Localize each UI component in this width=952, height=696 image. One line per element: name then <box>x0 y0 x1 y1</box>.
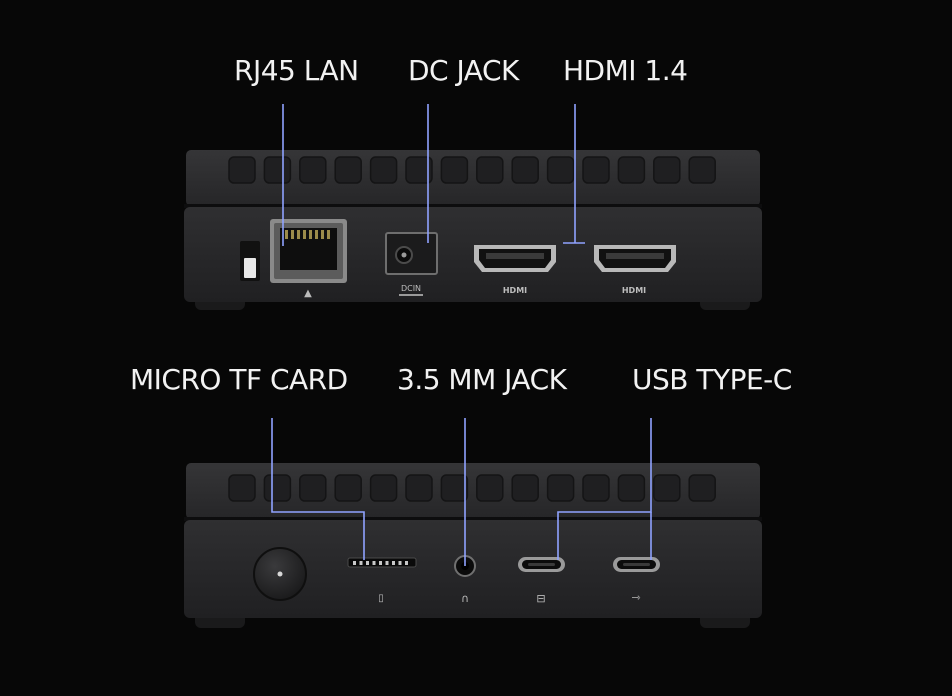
vent-slot <box>546 474 575 502</box>
vent-slot <box>405 156 433 184</box>
micro-tf-slot <box>347 557 417 568</box>
top-device: ▲ DCIN HDMI HDMI <box>184 150 762 310</box>
vent-slot <box>617 156 646 184</box>
vent-slot <box>334 474 362 502</box>
vent-slot <box>476 474 504 502</box>
dc-jack-port <box>385 232 438 275</box>
vent-slot <box>369 474 398 502</box>
bottom-device-lid <box>186 463 760 519</box>
vent-slot <box>263 156 292 184</box>
bottom-callout-lines <box>271 418 652 566</box>
usb-icon: ⇾ <box>631 591 640 604</box>
power-button <box>253 547 307 601</box>
bottom-device: ▯ ∩ ⊟ ⇾ <box>184 463 762 628</box>
top-device-vent-row <box>228 156 716 184</box>
vent-slot <box>582 474 610 502</box>
bottom-device-vent-row <box>228 474 716 502</box>
vent-slot <box>653 474 681 502</box>
usb-c-port-1 <box>518 557 565 572</box>
vent-slot <box>263 474 292 502</box>
top-callout-lines <box>282 104 585 246</box>
vent-slot <box>546 156 575 184</box>
vent-slot <box>511 156 539 184</box>
dc-jack-text: DCIN <box>401 284 421 293</box>
vent-slot <box>228 474 256 502</box>
vent-slot <box>582 156 610 184</box>
vent-slot <box>369 156 398 184</box>
vent-slot <box>688 474 716 502</box>
hdmi-1-text: HDMI <box>503 286 527 295</box>
vent-slot <box>688 156 716 184</box>
vent-slot <box>476 156 504 184</box>
vent-slot <box>299 156 327 184</box>
callout-usbc <box>557 418 652 560</box>
vent-slot <box>653 156 681 184</box>
vent-slot <box>511 474 539 502</box>
vent-slot <box>228 156 256 184</box>
display-power-icon: ⊟ <box>536 592 545 605</box>
vent-slot <box>440 474 469 502</box>
sd-card-icon: ▯ <box>378 593 384 604</box>
label-rj45-lan: RJ45 LAN <box>234 54 359 87</box>
label-hdmi: HDMI 1.4 <box>563 54 688 87</box>
hdmi-2-text: HDMI <box>622 286 646 295</box>
label-dc-jack: DC JACK <box>408 54 519 87</box>
label-usb-type-c: USB TYPE-C <box>632 363 792 396</box>
usb-c-port-2 <box>613 557 660 572</box>
vent-slot <box>617 474 646 502</box>
rj45-network-icon: ▲ <box>304 288 312 299</box>
hdmi-port-2 <box>594 245 676 272</box>
label-3-5mm-jack: 3.5 MM JACK <box>397 363 567 396</box>
rj45-port <box>270 219 347 283</box>
hdmi-port-1 <box>474 245 556 272</box>
top-device-lid <box>186 150 760 206</box>
vent-slot <box>405 474 433 502</box>
headphone-icon: ∩ <box>461 592 469 605</box>
vent-slot <box>440 156 469 184</box>
label-micro-tf-card: MICRO TF CARD <box>130 363 348 396</box>
vent-slot <box>334 156 362 184</box>
vent-slot <box>299 474 327 502</box>
callout-tf <box>271 418 365 560</box>
